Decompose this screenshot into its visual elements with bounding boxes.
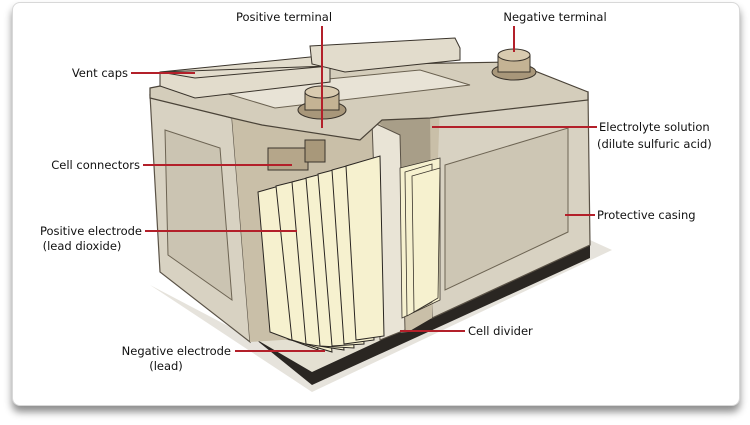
floor-shadow (150, 240, 612, 392)
battery-base (160, 232, 590, 385)
label-cell-connectors: Cell connectors (51, 158, 140, 172)
label-positive-electrode-material: (lead dioxide) (43, 239, 122, 253)
label-positive-electrode: Positive electrode (40, 224, 142, 238)
casing-left-panel (164, 129, 233, 302)
cell-connector (267, 147, 309, 171)
cell-connector (304, 139, 326, 163)
label-protective-casing: Protective casing (597, 208, 696, 222)
back-plates (399, 157, 441, 319)
label-negative-electrode-material: (lead) (149, 359, 183, 373)
leader-lines (131, 26, 597, 352)
label-vent-caps: Vent caps (72, 66, 128, 80)
vent-caps (159, 37, 461, 99)
label-negative-terminal: Negative terminal (503, 10, 606, 24)
label-negative-electrode: Negative electrode (122, 344, 231, 358)
negative-terminal-post (491, 48, 537, 81)
label-electrolyte-solution: Electrolyte solution (599, 120, 710, 134)
label-positive-terminal: Positive terminal (236, 10, 332, 24)
casing-right-panel (444, 127, 569, 291)
lid-recess (214, 69, 471, 109)
label-electrolyte-note: (dilute sulfuric acid) (597, 137, 712, 151)
electrode-plates (257, 155, 385, 353)
label-cell-divider: Cell divider (468, 324, 533, 338)
